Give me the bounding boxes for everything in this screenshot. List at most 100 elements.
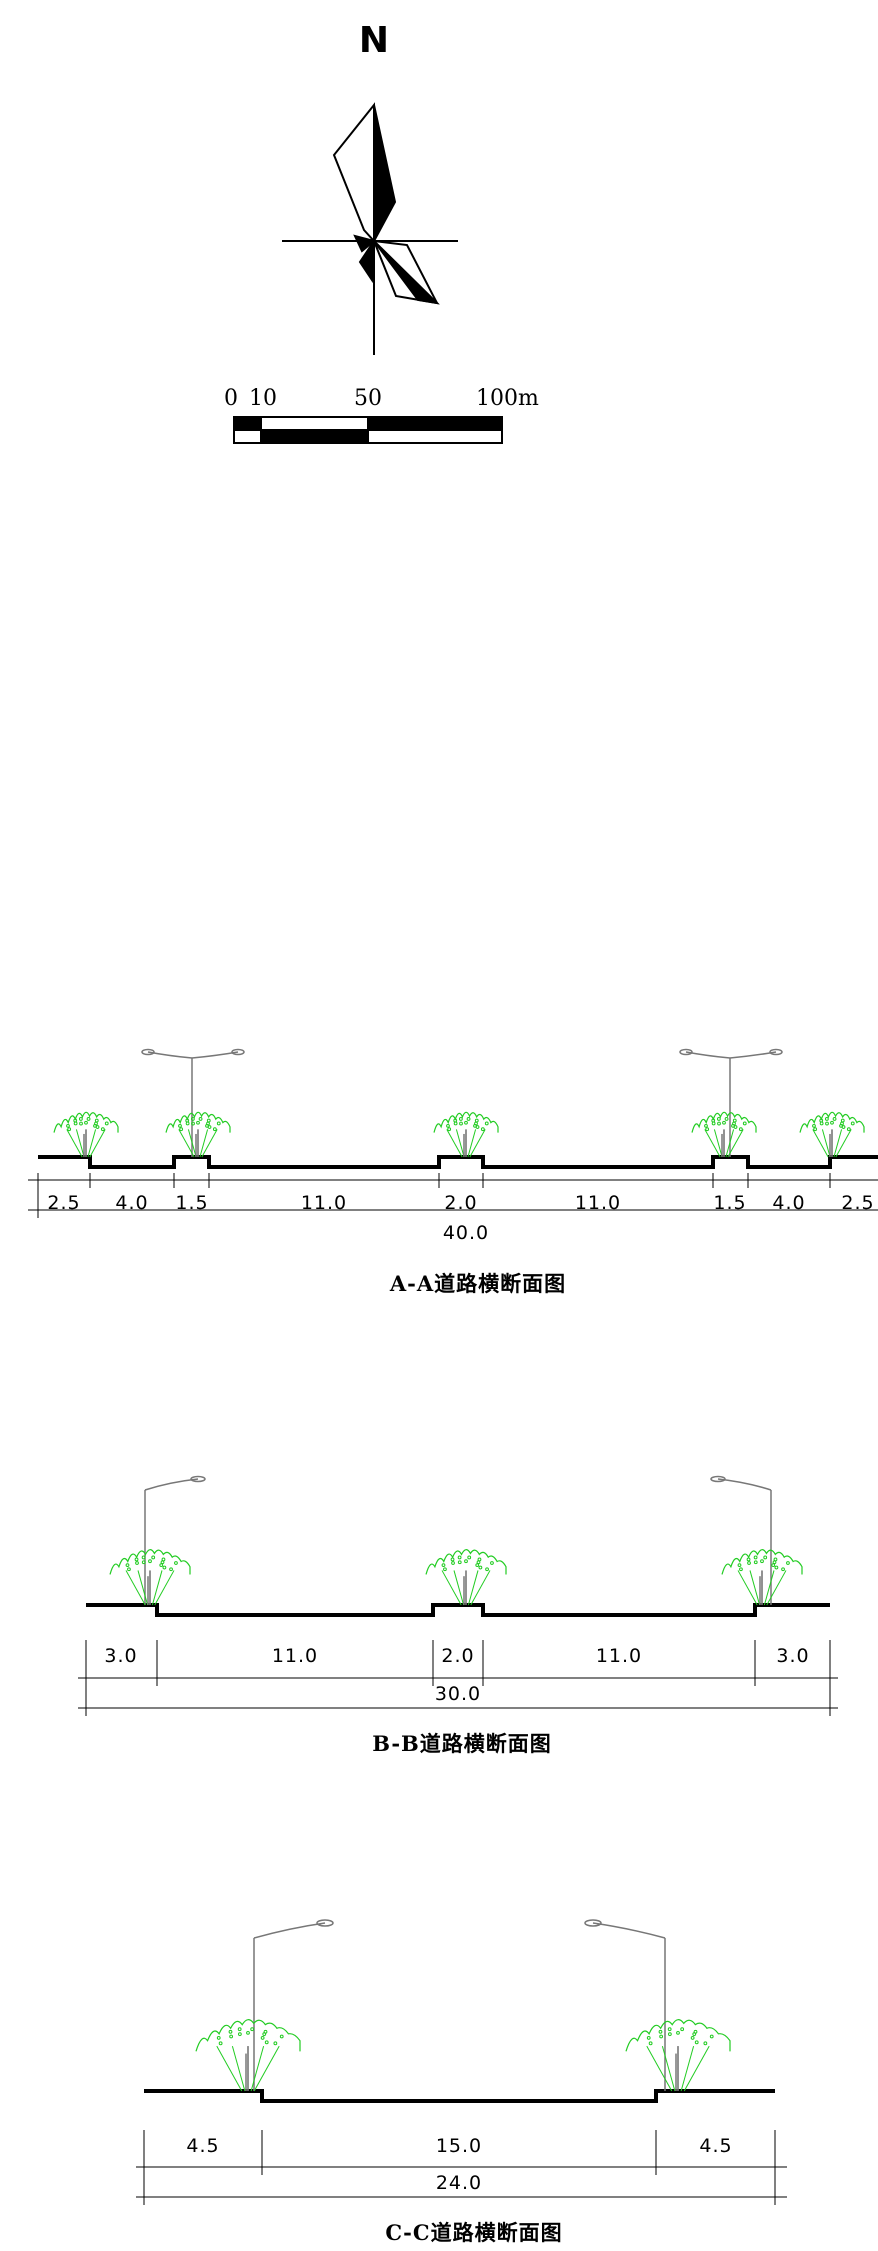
tree-branch (199, 1129, 209, 1158)
tree-leaf (840, 1118, 845, 1123)
tree-crown (195, 2019, 301, 2052)
tree (165, 1111, 231, 1158)
tree-leaf (94, 1118, 99, 1123)
scale-bar (233, 416, 503, 444)
tree-leaf (737, 1563, 742, 1567)
tree-leaf (229, 2034, 234, 2039)
section-a-a-seg-1: 2.5 (47, 1192, 81, 1214)
tree-leaf (738, 1127, 743, 1132)
tree-branch (231, 2045, 246, 2092)
tree-branch (469, 1129, 486, 1158)
tree-leaf (703, 2041, 708, 2046)
tree-leaf (206, 1118, 211, 1123)
tree-branch (727, 1129, 744, 1158)
tree-crown (721, 1549, 803, 1575)
tree-leaf (212, 1127, 217, 1132)
tree-leaf (648, 2041, 653, 2046)
tree-crown (433, 1111, 499, 1133)
tree-leaf (135, 1561, 139, 1565)
tree-leaf (474, 1118, 479, 1123)
tree-leaf (819, 1118, 824, 1123)
tree-leaf (458, 1117, 463, 1121)
tree-branch (253, 2045, 280, 2092)
tree (425, 1549, 507, 1606)
tree-leaf (476, 1560, 481, 1565)
tree-branch (441, 1570, 462, 1606)
section-c-c-seg-2: 15.0 (435, 2135, 483, 2157)
tree-leaf (732, 1121, 736, 1126)
tree-leaf (179, 1127, 184, 1132)
tree-crown (425, 1549, 507, 1575)
tree-crown (799, 1111, 865, 1133)
tree-leaf (228, 2029, 233, 2034)
tree-leaf (667, 2032, 672, 2037)
section-c-c-total: 24.0 (435, 2172, 483, 2194)
tree-leaf (443, 1567, 447, 1572)
tree-crown (109, 1549, 191, 1575)
tree (195, 2019, 301, 2092)
tree-branch (766, 1570, 787, 1606)
tree-branch (250, 2045, 265, 2092)
tree-leaf (162, 1565, 167, 1570)
tree-leaf (812, 1123, 816, 1128)
tree-leaf (141, 1560, 146, 1565)
section-b-b-seg-5: 3.0 (776, 1645, 810, 1667)
tree-leaf (840, 1121, 844, 1126)
tree-leaf (174, 1561, 178, 1565)
tree-leaf (646, 2036, 651, 2040)
tree-branch (216, 2045, 243, 2092)
tree-branch (470, 1570, 491, 1606)
tree-leaf (141, 1555, 146, 1560)
tree-leaf (746, 1557, 751, 1562)
section-b-b-trees (109, 1549, 803, 1606)
tree-leaf (474, 1121, 478, 1126)
tree (691, 1111, 757, 1158)
tree-leaf (78, 1117, 83, 1121)
section-a-a-drawing (28, 1048, 878, 1218)
tree-branch (87, 1129, 97, 1158)
tree-branch (725, 1129, 735, 1158)
tree-leaf (676, 2030, 680, 2035)
tree-leaf (709, 2034, 714, 2039)
tree-leaf (237, 2032, 242, 2037)
tree-leaf (819, 1121, 824, 1126)
tree-leaf (178, 1123, 182, 1128)
section-b-b-total: 30.0 (434, 1683, 482, 1705)
scale-label-50: 50 (354, 386, 382, 411)
tree-crown (53, 1111, 119, 1133)
tree (53, 1111, 119, 1158)
tree-leaf (824, 1117, 829, 1121)
tree-leaf (100, 1127, 105, 1132)
section-b-b-seg-1: 3.0 (104, 1645, 138, 1667)
tree-leaf (159, 1563, 164, 1567)
north-label: N (358, 20, 390, 61)
tree-leaf (457, 1560, 462, 1565)
tree-leaf (84, 1120, 88, 1125)
section-a-a-seg-7: 1.5 (713, 1192, 747, 1214)
tree-leaf (732, 1118, 737, 1123)
tree-leaf (190, 1117, 195, 1121)
tree-leaf (485, 1567, 489, 1572)
tree-leaf (667, 2027, 672, 2032)
section-a-a-seg-5: 2.0 (444, 1192, 478, 1214)
tree-leaf (459, 1121, 463, 1126)
scale-label-100m: 100m (476, 386, 539, 411)
section-a-a-title: A-A道路横断面图 (389, 1271, 567, 1296)
section-c-c-title: C-C道路横断面图 (385, 2220, 563, 2245)
section-c-c-profile (144, 2089, 775, 2103)
tree-leaf (484, 1121, 489, 1126)
tree-leaf (825, 1121, 829, 1126)
tree-leaf (690, 2036, 695, 2040)
tree-leaf (94, 1121, 98, 1126)
tree-leaf (771, 1563, 776, 1567)
section-a-a-seg-4: 11.0 (300, 1192, 348, 1214)
tree-leaf (185, 1118, 190, 1123)
tree-leaf (704, 1123, 708, 1128)
tree-leaf (441, 1563, 446, 1567)
tree-leaf (450, 1557, 455, 1562)
tree-leaf (747, 1561, 751, 1565)
tree-leaf (125, 1563, 130, 1567)
tree-crown (691, 1111, 757, 1133)
tree-leaf (774, 1565, 779, 1570)
